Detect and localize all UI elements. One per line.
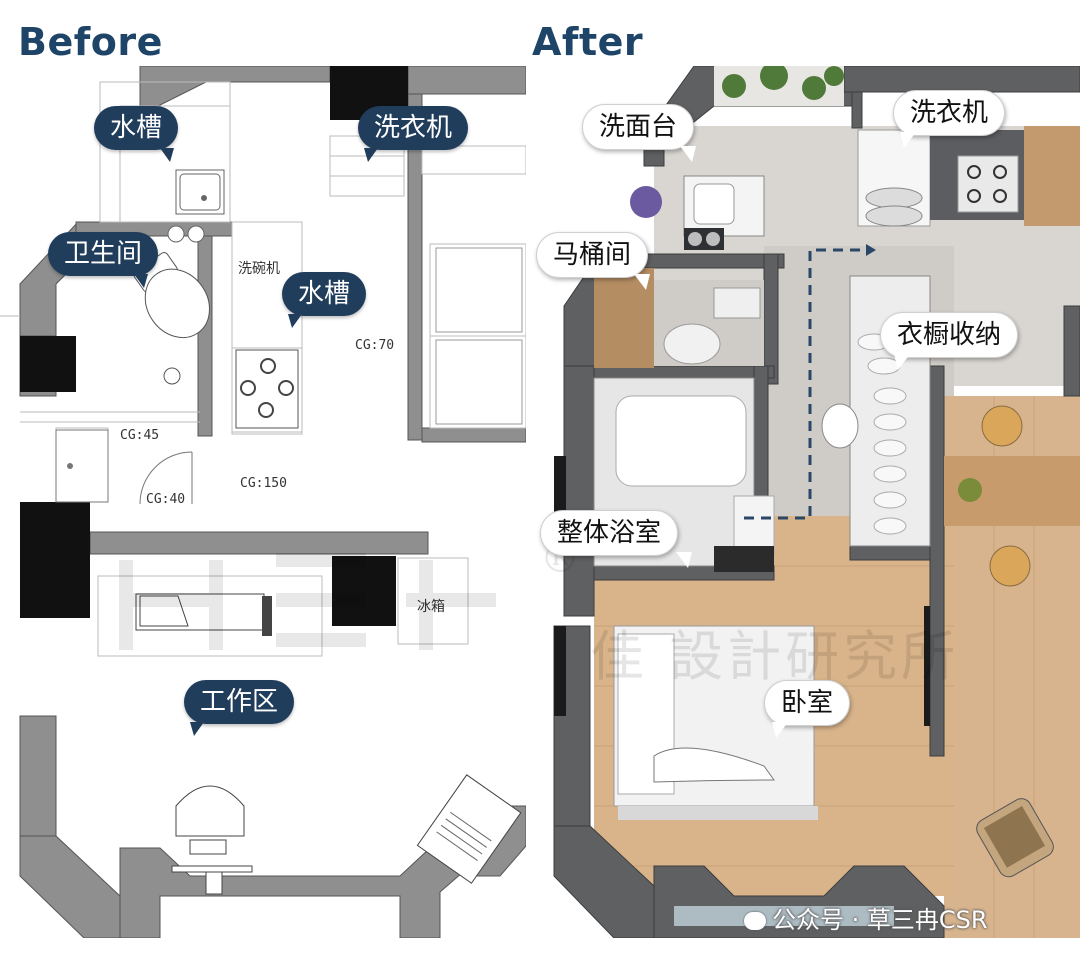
callout-tail (634, 274, 650, 290)
callout-sink-kitchen: 水槽 (282, 272, 367, 316)
callout-bathroom: 卫生间 (48, 232, 159, 276)
cg150-label: CG:150 (240, 476, 287, 491)
dishwasher-label: 洗碗机 (238, 261, 280, 277)
callout-work-area: 工作区 (184, 680, 295, 724)
callout-toilet-room: 马桶间 (536, 232, 649, 278)
cg45-label: CG:45 (120, 428, 160, 443)
before-floor-plan: 洗碗机 冰箱 CG:70 CG:45 CG:40 CG:150 (0, 65, 527, 939)
callout-washer-after: 洗衣机 (893, 90, 1006, 136)
callout-tail (190, 722, 204, 736)
callout-tail (288, 314, 302, 328)
watermark-studio-name: 佳 設計研究所 (590, 625, 960, 688)
cg40-label: CG:40 (146, 492, 186, 507)
callout-tail (772, 722, 788, 738)
callout-wardrobe: 衣橱收纳 (880, 312, 1019, 358)
callout-tail (364, 148, 378, 162)
watermark-brand-graphic (119, 553, 496, 650)
after-heading: After (532, 20, 644, 64)
wechat-icon (744, 912, 766, 930)
callout-tail (676, 552, 692, 568)
fridge-label: 冰箱 (417, 599, 445, 615)
callout-bath-unit: 整体浴室 (540, 510, 679, 556)
cg70-label: CG:70 (355, 338, 395, 353)
callout-washer: 洗衣机 (358, 106, 469, 150)
callout-tail (680, 146, 696, 162)
callout-tail (894, 354, 910, 370)
source-credit: 公众号 · 草三冉CSR (744, 900, 988, 935)
before-heading: Before (18, 20, 163, 64)
callout-vanity: 洗面台 (582, 104, 695, 150)
before-plan-drawing (0, 65, 527, 939)
callout-bedroom: 卧室 (764, 680, 851, 726)
source-text: 公众号 · 草三冉CSR (772, 906, 988, 934)
watermark-brand-mark (106, 540, 506, 686)
after-floor-plan (534, 62, 1080, 939)
after-plan-render (534, 62, 1080, 939)
callout-tail (900, 132, 916, 148)
callout-tail (160, 148, 174, 162)
callout-tail (134, 274, 148, 288)
callout-sink-top: 水槽 (94, 106, 179, 150)
